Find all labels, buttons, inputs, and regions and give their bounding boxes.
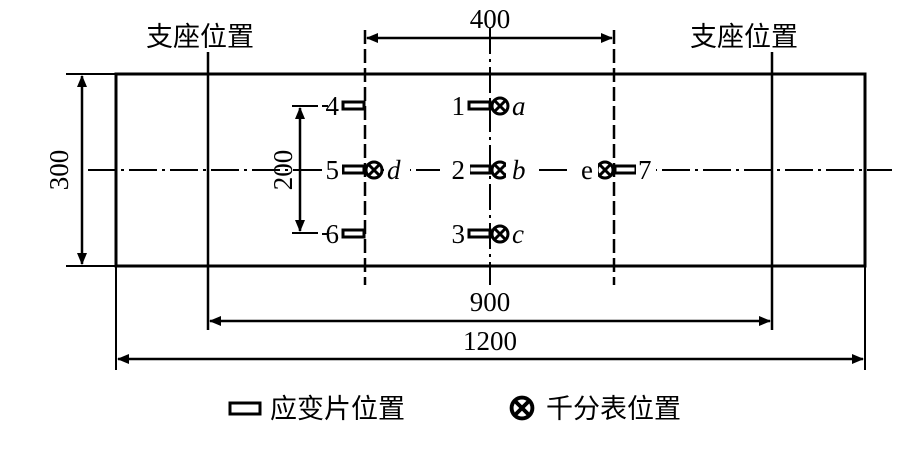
- dial-gauge-b-icon: [490, 160, 510, 180]
- strain-gauge-7: [613, 164, 638, 175]
- dial-gauge-e-icon: [595, 160, 615, 180]
- gauge-label-1: 1: [452, 91, 466, 121]
- dim-300-label: 300: [44, 150, 74, 191]
- legend-strain-gauge-icon: [228, 401, 262, 416]
- strain-gauge-4: [341, 100, 366, 111]
- strain-gauge-5: [341, 164, 366, 175]
- dial-gauge-d-icon: [364, 160, 384, 180]
- legend-strain-gauge-label: 应变片位置: [270, 394, 405, 425]
- strain-gauges: [341, 100, 638, 239]
- strain-gauge-6: [341, 228, 366, 239]
- strain-gauge-1: [467, 100, 492, 111]
- dim-1200-label: 1200: [463, 326, 517, 356]
- dim-400-label: 400: [470, 4, 511, 34]
- dial-gauge-c-icon: [490, 224, 510, 244]
- gauge-label-6: 6: [326, 219, 340, 249]
- gauge-label-4: 4: [326, 91, 340, 121]
- dim-900-label: 900: [470, 287, 511, 317]
- support-label-left: 支座位置: [146, 22, 254, 53]
- strain-gauge-3: [467, 228, 492, 239]
- dial-label-b: b: [512, 155, 526, 185]
- legend-dial-gauge-icon: [509, 395, 535, 421]
- gauge-label-7: 7: [638, 155, 652, 185]
- dial-label-a: a: [512, 91, 526, 121]
- support-label-right: 支座位置: [690, 22, 798, 53]
- strain-gauge-2: [467, 164, 492, 175]
- dial-label-c: c: [512, 219, 524, 249]
- gauge-label-2: 2: [452, 155, 466, 185]
- dial-label-e: e: [581, 155, 593, 185]
- gauge-label-5: 5: [326, 155, 340, 185]
- legend-dial-gauge-label: 千分表位置: [546, 394, 681, 425]
- dial-gauge-a-icon: [490, 96, 510, 116]
- dial-label-d: d: [387, 155, 401, 185]
- gauge-label-3: 3: [452, 219, 466, 249]
- dim-200-label: 200: [268, 150, 298, 191]
